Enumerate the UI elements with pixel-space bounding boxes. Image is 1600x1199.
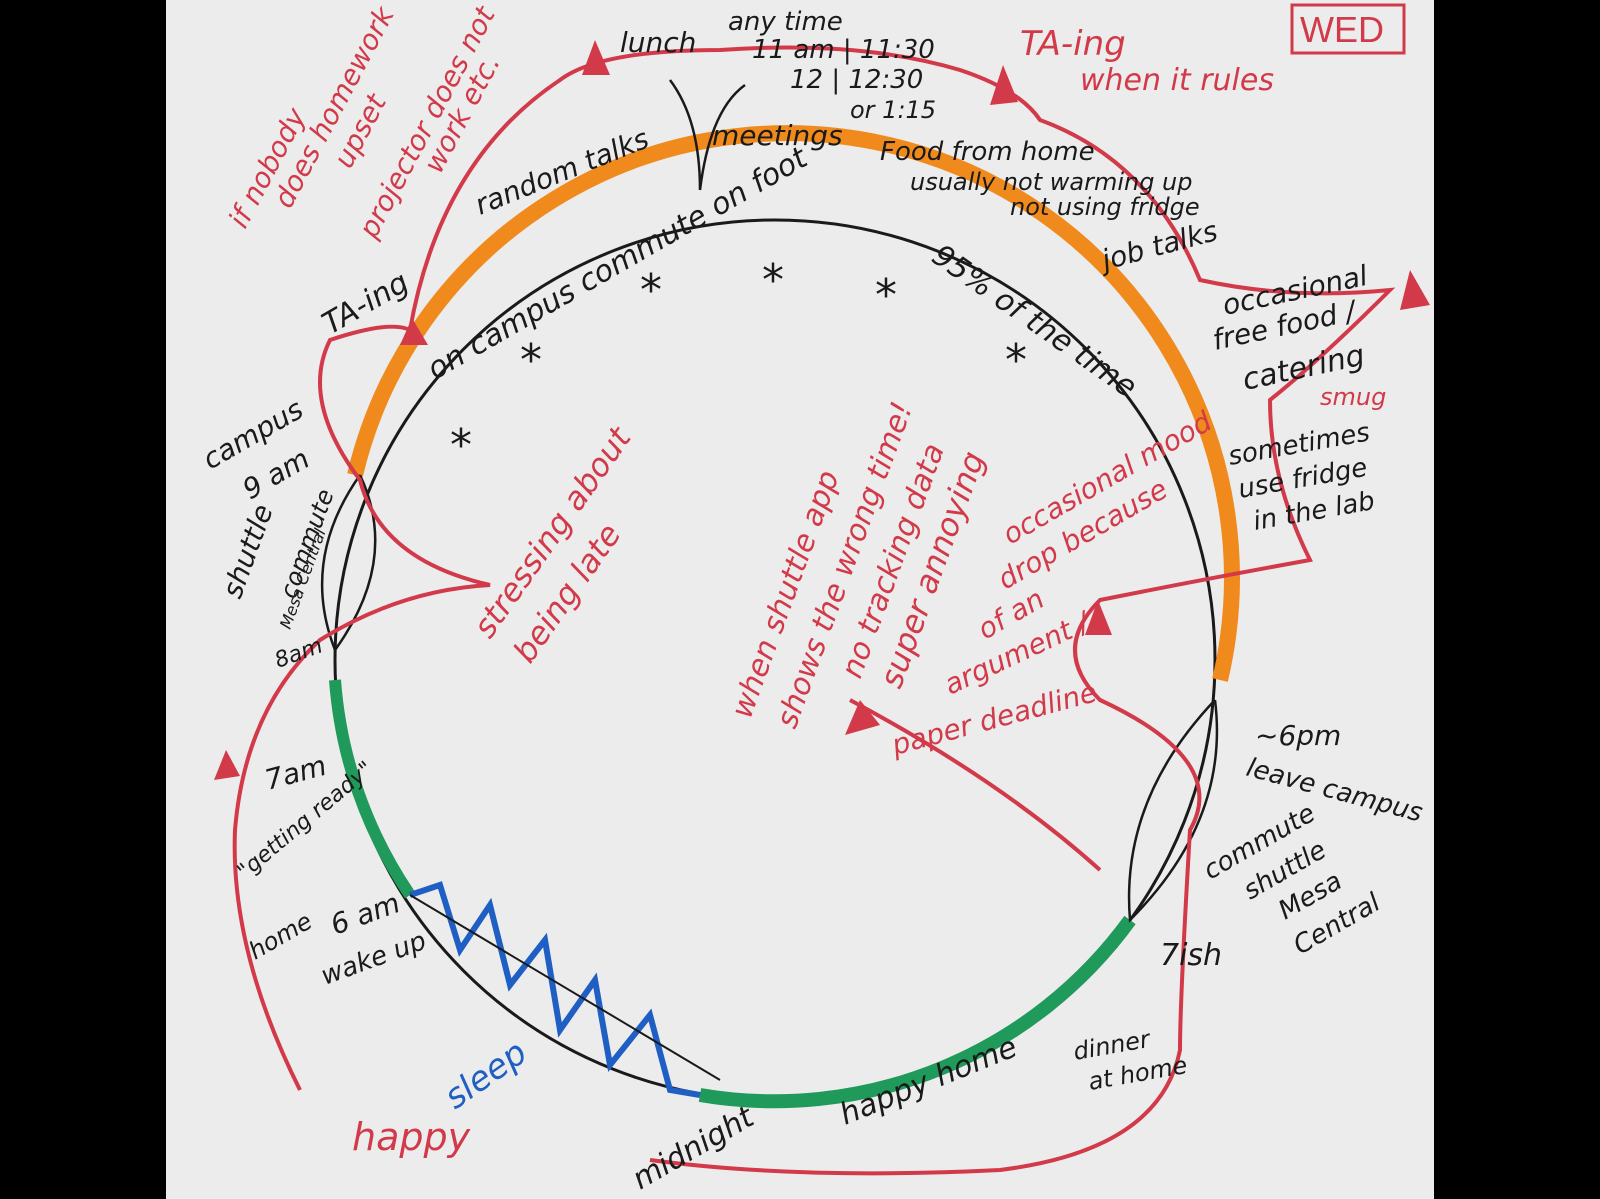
day-label: WED (1300, 9, 1384, 50)
lunch-times-1: 11 am | 11:30 (752, 35, 935, 65)
emotion-curve (232, 45, 1396, 1176)
when-it-rules: when it rules (1080, 63, 1274, 98)
morning-triangle (214, 750, 240, 780)
lunch-any-time: any time (728, 7, 843, 37)
asterisk: * (762, 255, 784, 306)
shuttle-triangle (845, 700, 880, 735)
food-line-1: Food from home (880, 137, 1095, 167)
day-box (1290, 3, 1406, 55)
happy-label: happy (352, 1115, 471, 1159)
meetings-label: meetings (712, 119, 843, 152)
food-line-3: not using fridge (1010, 193, 1200, 221)
lunch-times-3: or 1:15 (850, 96, 936, 124)
asterisk: * (450, 420, 472, 471)
smug-label: smug (1320, 383, 1386, 411)
asterisks: * * * * * * (450, 255, 1027, 471)
leave-line-1: ~6pm (1255, 719, 1341, 752)
sleep-line (409, 894, 721, 1081)
morning-commute-lens (320, 474, 377, 653)
asterisk: * (520, 335, 542, 386)
campus-orange-arc (347, 125, 1240, 682)
seven-ish-label: 7ish (1160, 938, 1222, 973)
lunch-triangle (582, 40, 610, 75)
asterisk: * (640, 265, 662, 316)
evening-commute-lens (1127, 699, 1219, 923)
free-food-triangle (1400, 270, 1430, 310)
ta-ing-header: TA-ing (1020, 24, 1126, 64)
mood-triangle (1085, 600, 1112, 635)
paper-sheet (166, 0, 1434, 1199)
food-line-2: usually not warming up (910, 168, 1193, 196)
evening-green-arc (698, 915, 1136, 1109)
asterisk: * (875, 270, 897, 321)
emotion-curve-drop (849, 698, 1102, 872)
sleep-zigzag (409, 881, 701, 1098)
ta-triangle (990, 65, 1018, 105)
lunch-label: lunch (620, 26, 696, 59)
ta-left-triangle (400, 318, 428, 345)
lunch-times-2: 12 | 12:30 (790, 65, 923, 95)
lunch-branch (668, 79, 746, 191)
asterisk: * (1005, 335, 1027, 386)
morning-green-arc (329, 679, 415, 899)
